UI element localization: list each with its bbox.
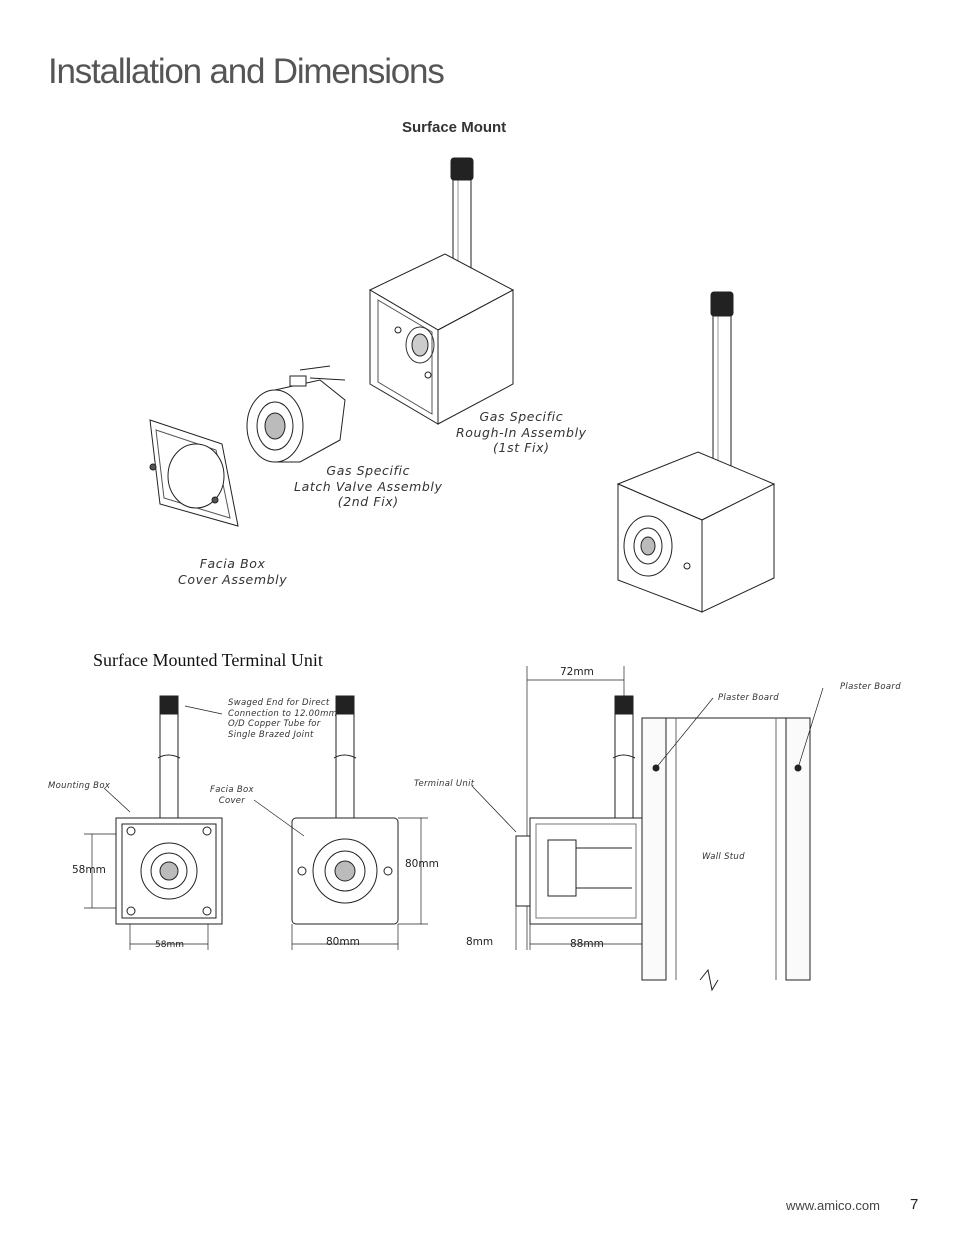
rough-in-assembly-label: Gas Specific Rough-In Assembly (1st Fix): [456, 409, 587, 456]
page-title: Installation and Dimensions: [48, 52, 445, 91]
wall-stud-label: Wall Stud: [702, 852, 745, 862]
facia-cover-front-view: [291, 695, 428, 950]
page-number: 7: [910, 1196, 919, 1213]
latch-valve-assembly-drawing: [246, 365, 346, 463]
side-top-dimension: 72mm: [560, 666, 594, 678]
plaster-board-label-1: Plaster Board: [718, 693, 779, 703]
latch-valve-assembly-label: Gas Specific Latch Valve Assembly (2nd F…: [294, 463, 443, 510]
footer-url[interactable]: www.amico.com: [786, 1198, 880, 1213]
plaster-board-label-2: Plaster Board: [840, 682, 901, 692]
swaged-end-label: Swaged End for Direct Connection to 12.0…: [228, 698, 338, 740]
facia-cover-assembly-label: Facia Box Cover Assembly: [178, 556, 288, 587]
cover-width-dimension: 80mm: [326, 936, 360, 948]
terminal-unit-label: Terminal Unit: [414, 779, 475, 789]
rough-in-assembly-drawing: [368, 157, 515, 425]
mounting-box-label: Mounting Box: [48, 781, 111, 791]
cover-height-dimension: 80mm: [405, 858, 439, 870]
front-width-dimension: 58mm: [155, 940, 184, 950]
facia-box-cover-label: Facia Box Cover: [210, 785, 254, 806]
facia-cover-assembly-drawing: [149, 419, 239, 527]
leader-lines: [103, 705, 517, 837]
front-height-dimension: 58mm: [72, 864, 106, 876]
mounting-box-front-view: [84, 695, 223, 950]
side-face-dimension: 8mm: [466, 936, 494, 948]
assembled-unit-drawing: [616, 291, 776, 613]
section-title: Surface Mounted Terminal Unit: [93, 650, 323, 670]
surface-mount-heading: Surface Mount: [402, 119, 507, 136]
side-section-view: [515, 666, 824, 992]
side-depth-dimension: 88mm: [570, 938, 604, 950]
